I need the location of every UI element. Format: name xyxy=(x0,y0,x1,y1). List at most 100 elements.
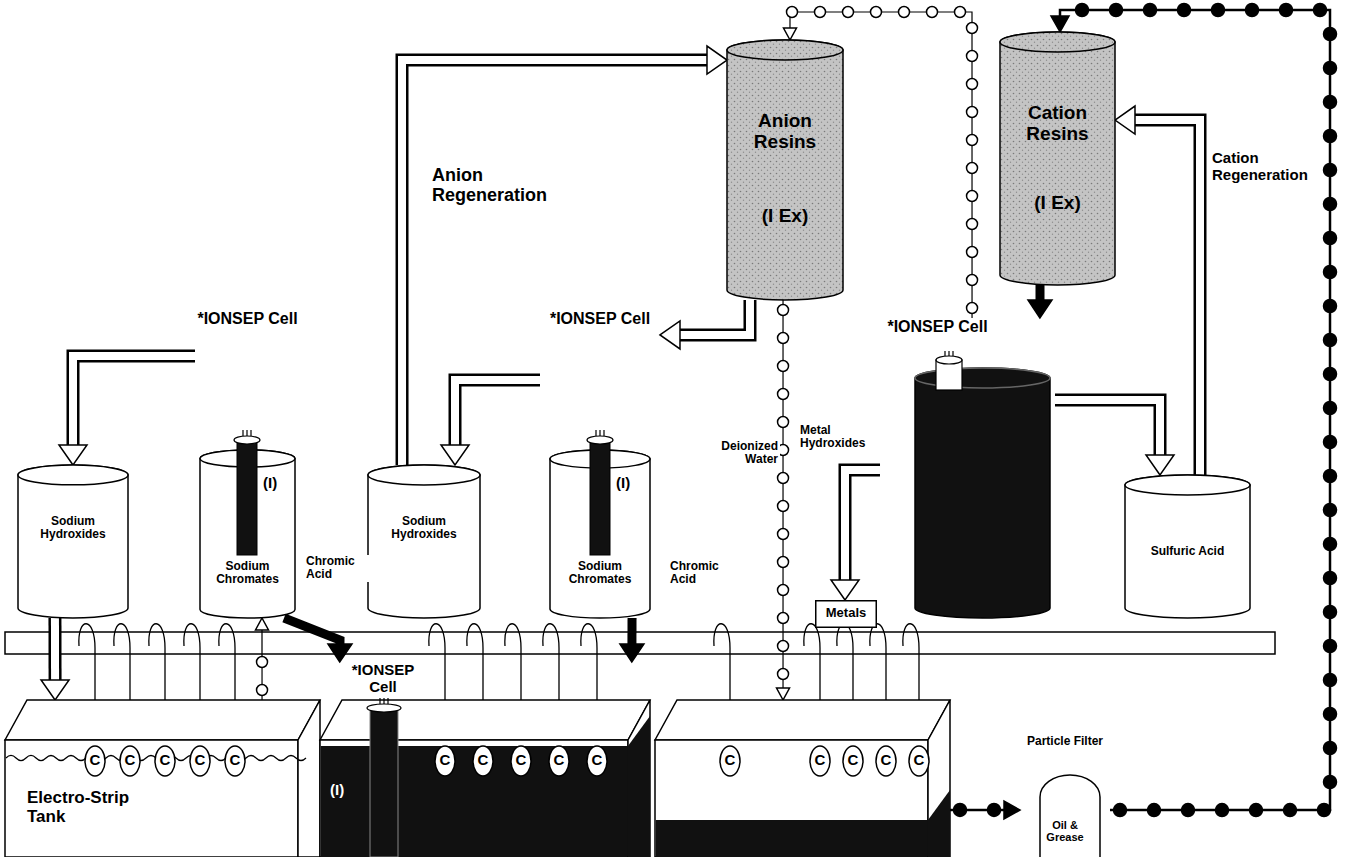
flow-bead xyxy=(967,191,978,202)
process-tank: *IONSEP Cell(I)CCCCC xyxy=(320,662,650,857)
flow-bead xyxy=(1324,198,1337,211)
arrow-head xyxy=(777,688,790,700)
metals-box: Metals xyxy=(815,600,877,628)
flow-bead xyxy=(1324,300,1337,313)
box-outline xyxy=(816,601,877,628)
electrode-terminal xyxy=(599,430,600,436)
node-sublabel: Sodium Chromates xyxy=(203,560,292,587)
node-label: Sodium Hydroxides xyxy=(23,515,123,542)
flow-bead xyxy=(1324,130,1337,143)
cylinder-body xyxy=(1000,32,1115,285)
cylinder-top xyxy=(1000,32,1115,52)
cathode-oval xyxy=(190,746,210,776)
flow-bead xyxy=(927,7,938,18)
node-label: C xyxy=(84,752,106,769)
cylinder-top xyxy=(18,465,128,485)
electrode xyxy=(370,708,398,857)
flow-bead xyxy=(1324,334,1337,347)
flow-bead xyxy=(899,7,910,18)
flow-bead xyxy=(778,641,789,652)
electrode xyxy=(237,440,257,555)
cylinder-top xyxy=(1125,475,1250,495)
process-tank: Electro-Strip TankCCCCC xyxy=(5,700,320,857)
flow-bead xyxy=(967,219,978,230)
storage-cylinder: Sodium Hydroxides xyxy=(18,465,128,618)
node-label: C xyxy=(719,752,741,769)
storage-cylinder: Sulfuric Acid xyxy=(1125,475,1250,618)
cathode-oval xyxy=(435,746,455,776)
node-sublabel: (I) xyxy=(263,475,293,492)
cathode-oval xyxy=(85,746,105,776)
flow-bead xyxy=(778,669,789,680)
connector-line xyxy=(455,380,540,446)
flow-arrow xyxy=(59,356,195,465)
connector-line xyxy=(627,618,636,645)
flow-bead xyxy=(778,613,789,624)
particle-filter: Particle FilterOil & Grease xyxy=(1020,735,1110,857)
flow-bead xyxy=(1076,4,1089,17)
cathode-oval xyxy=(155,746,175,776)
connector-line xyxy=(679,300,750,335)
arrow-head xyxy=(1115,106,1135,134)
cathode-oval xyxy=(720,746,740,776)
flow-arrow xyxy=(1055,400,1174,475)
cathode-rack: C xyxy=(548,745,570,777)
node-sublabel: (I) xyxy=(330,782,362,799)
cathode-rack: C xyxy=(224,745,246,777)
flow-bead xyxy=(955,7,966,18)
cylinder-body xyxy=(915,368,1050,618)
flow-bead xyxy=(1324,62,1337,75)
flow-bead xyxy=(967,107,978,118)
cathode-rack: C xyxy=(119,745,141,777)
connector-line xyxy=(73,356,195,446)
ion-exchange-column: Cation Resins(I Ex) xyxy=(1000,32,1115,285)
connector-line xyxy=(284,618,340,645)
flow-bead xyxy=(1182,804,1195,817)
cathode-rack: C xyxy=(189,745,211,777)
ion-exchange-column: Anion Resins(I Ex) xyxy=(727,40,843,300)
filter-housing xyxy=(1040,775,1100,857)
electrode-terminal xyxy=(250,430,251,436)
cathode-rack: C xyxy=(586,745,608,777)
flow-bead xyxy=(1324,572,1337,585)
acid-flow-arrow xyxy=(284,618,352,662)
cathode-rack: C xyxy=(842,745,864,777)
cathode-oval xyxy=(225,746,245,776)
node-label: *IONSEP Cell xyxy=(195,310,300,328)
flow-bead xyxy=(967,79,978,90)
connector-line xyxy=(845,470,880,581)
electrode-terminal xyxy=(387,698,388,704)
arrow-head xyxy=(441,445,469,465)
flow-bead xyxy=(778,529,789,540)
node-sublabel: Oil & Grease xyxy=(1042,819,1088,844)
flow-bead xyxy=(967,135,978,146)
flow-bead xyxy=(1324,232,1337,245)
flow-arrow xyxy=(402,46,727,465)
cylinder-body xyxy=(1125,475,1250,618)
flow-arrow xyxy=(660,300,750,349)
node-label: C xyxy=(434,752,456,769)
tank-side xyxy=(298,700,320,857)
arrow-head xyxy=(59,445,87,465)
flow-label: Chromic Acid xyxy=(304,555,370,582)
connector-line xyxy=(51,618,59,681)
node-label: *IONSEP Cell xyxy=(338,662,428,696)
arrow-head xyxy=(1146,455,1174,475)
flow-arrow xyxy=(441,380,540,465)
flow-bead xyxy=(815,7,826,18)
node-label: Sulfuric Acid xyxy=(1130,545,1245,558)
tank-side xyxy=(928,700,950,857)
electrode-terminal xyxy=(952,351,953,356)
flow-bead xyxy=(1324,28,1337,41)
cathode-oval xyxy=(549,746,569,776)
node-label: C xyxy=(842,752,864,769)
node-label: C xyxy=(875,752,897,769)
flow-bead xyxy=(787,7,798,18)
storage-cylinder: Sodium Hydroxides xyxy=(368,465,480,618)
flow-bead xyxy=(1324,776,1337,789)
flow-bead xyxy=(1178,4,1191,17)
flow-label: Deionized Water xyxy=(700,440,780,467)
cathode-oval xyxy=(120,746,140,776)
cathode-oval xyxy=(810,746,830,776)
node-sublabel: Sodium Chromates xyxy=(555,560,645,587)
